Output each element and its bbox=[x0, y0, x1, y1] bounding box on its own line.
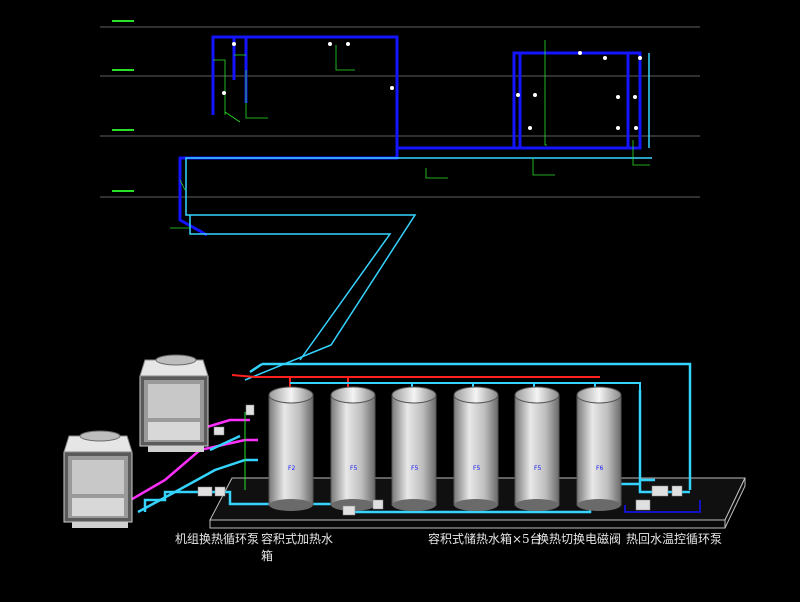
label-unit-pump: 机组换热循环泵 bbox=[175, 532, 260, 546]
svg-text:F2: F2 bbox=[288, 465, 295, 472]
upper-valves bbox=[222, 42, 642, 130]
svg-text:F6: F6 bbox=[596, 465, 603, 472]
svg-text:F5: F5 bbox=[534, 465, 541, 472]
floor-lines bbox=[100, 26, 700, 198]
svg-text:F5: F5 bbox=[411, 465, 418, 472]
tank-3: F5 bbox=[453, 386, 499, 511]
tank-5: F6 bbox=[576, 386, 622, 511]
floor-marks bbox=[112, 20, 134, 192]
tank-4: F5 bbox=[514, 386, 560, 511]
blue-drain-loop bbox=[624, 500, 701, 513]
label-switch-valve: 换热切换电磁阀 bbox=[537, 532, 622, 546]
svg-text:F5: F5 bbox=[473, 465, 480, 472]
label-storage-tanks: 容积式储热水箱×5台 bbox=[428, 532, 542, 546]
svg-text:F5: F5 bbox=[350, 465, 357, 472]
heat-pump-upper bbox=[139, 354, 209, 452]
upper-return-pipes bbox=[185, 53, 652, 381]
green-branches bbox=[170, 40, 650, 229]
lower-fittings bbox=[197, 404, 683, 516]
label-heater: 容积式加热水 bbox=[261, 532, 334, 546]
label-return-pump: 热回水温控循环泵 bbox=[626, 532, 723, 546]
label-heater-line2: 箱 bbox=[261, 549, 274, 563]
tank-1: F5 bbox=[330, 386, 376, 511]
tank-2: F5 bbox=[391, 386, 437, 511]
tank-heater: F2 bbox=[268, 386, 314, 511]
heat-pump-lower bbox=[63, 430, 133, 528]
